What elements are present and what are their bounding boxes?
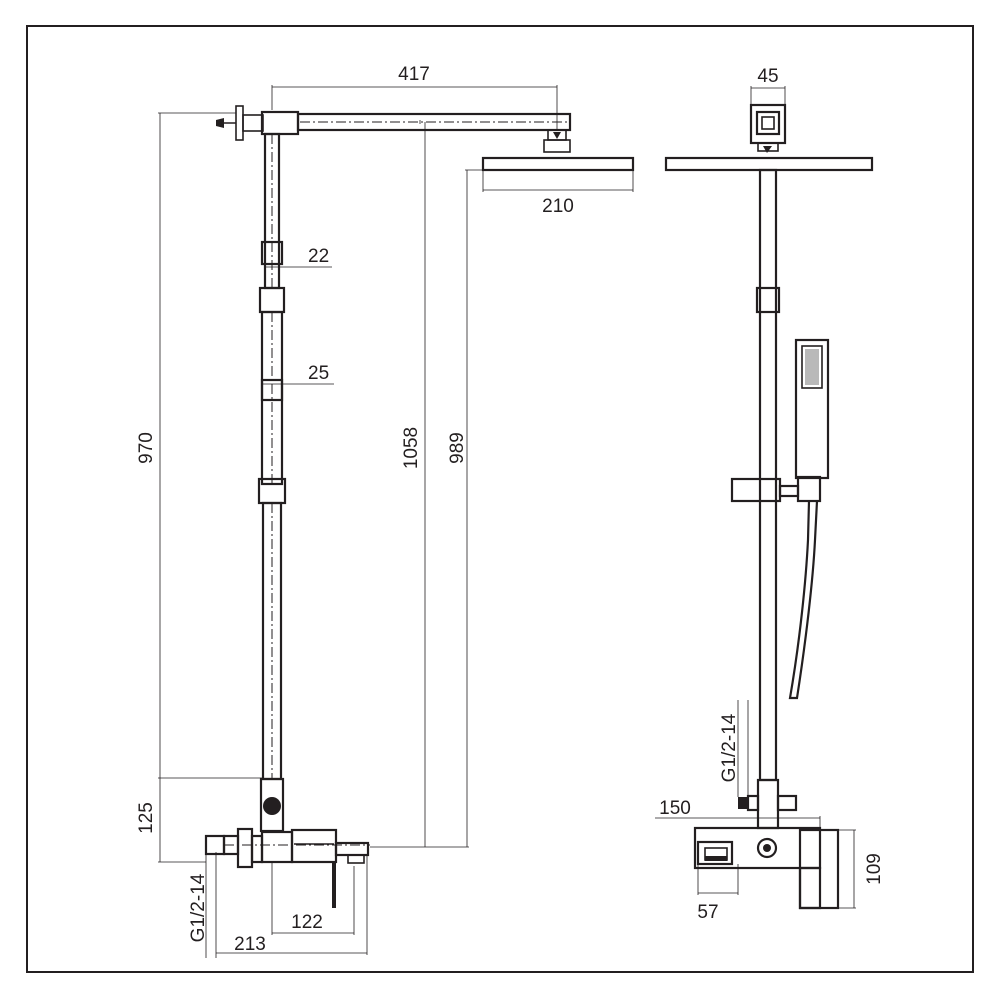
- dim-45-label: 45: [757, 66, 778, 87]
- hose: [788, 500, 819, 700]
- drawing-frame: [26, 25, 974, 973]
- dim-125-label: 125: [136, 802, 157, 834]
- dim-125: 125: [136, 778, 206, 863]
- arm-end-block: [749, 103, 787, 153]
- dim-thread-front-label: G1/2-14: [188, 873, 209, 942]
- dim-989-label: 989: [447, 432, 468, 464]
- dim-417-label: 417: [398, 64, 430, 85]
- shower-arm: [296, 112, 572, 132]
- dim-213-label: 213: [234, 934, 266, 955]
- dim-109: 109: [838, 829, 885, 909]
- dim-210-label: 210: [542, 196, 574, 217]
- dim-210: 210: [482, 170, 634, 217]
- dim-45: 45: [750, 66, 786, 104]
- dim-109-label: 109: [864, 853, 885, 885]
- dim-thread-front: G1/2-14: [188, 852, 217, 958]
- shower-head-front: [481, 129, 635, 172]
- dim-1058: 1058: [370, 122, 427, 848]
- side-coupling-1: [755, 286, 781, 314]
- dim-970: 970: [136, 112, 262, 779]
- hand-shower: [794, 338, 830, 480]
- diverter-knob: [263, 797, 281, 815]
- front-view: 417 210 22 25 970 12: [136, 64, 635, 958]
- dim-417: 417: [271, 64, 558, 131]
- dim-970-label: 970: [136, 432, 157, 464]
- dim-150: 150: [655, 798, 821, 828]
- dim-thread-side: G1/2-14: [719, 700, 749, 797]
- mixer-body-front: [204, 827, 370, 908]
- dim-57-label: 57: [697, 902, 718, 923]
- side-view: 45 G1/2-14 150 57 109: [655, 66, 885, 923]
- dim-122: 122: [271, 862, 355, 935]
- dim-25: 25: [263, 363, 334, 385]
- dim-22-label: 22: [308, 246, 329, 267]
- dim-122-label: 122: [291, 912, 323, 933]
- dim-213: 213: [216, 856, 368, 955]
- dim-989: 989: [427, 169, 483, 848]
- dim-150-label: 150: [659, 798, 691, 819]
- mixer-body-side: [693, 826, 840, 910]
- dim-25-label: 25: [308, 363, 329, 384]
- dim-1058-label: 1058: [401, 427, 422, 469]
- dim-22: 22: [265, 246, 332, 268]
- dim-thread-side-label: G1/2-14: [719, 713, 740, 782]
- dim-57: 57: [697, 864, 739, 923]
